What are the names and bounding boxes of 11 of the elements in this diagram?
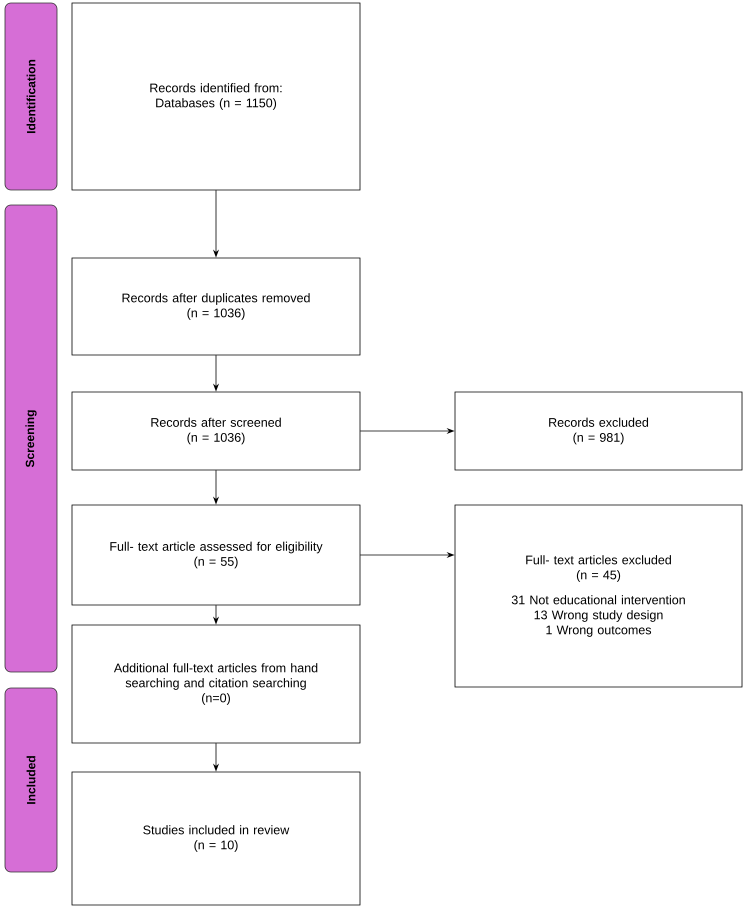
process-box: Additional full-text articles from hand searching and citation searching (n=0) (72, 624, 360, 744)
stage-band: Screening (4, 204, 58, 672)
process-box: Studies included in review (n = 10) (72, 772, 360, 906)
process-box: Full- text articles excluded (n = 45) 31 Not educational intervention 13 Wrong study design 1 Wrong outcomes (454, 504, 742, 688)
stage-band: Identification (4, 2, 58, 190)
process-box: Records excluded (n = 981) (454, 392, 742, 470)
process-box: Records after screened (n = 1036) (72, 392, 360, 470)
process-box: Full- text article assessed for eligibility (n = 55) (72, 504, 360, 606)
stage-band: Included (4, 688, 58, 872)
process-box: Records after duplicates removed (n = 1036) (72, 258, 360, 356)
process-box: Records identified from: Databases (n = 1150) (72, 2, 360, 190)
